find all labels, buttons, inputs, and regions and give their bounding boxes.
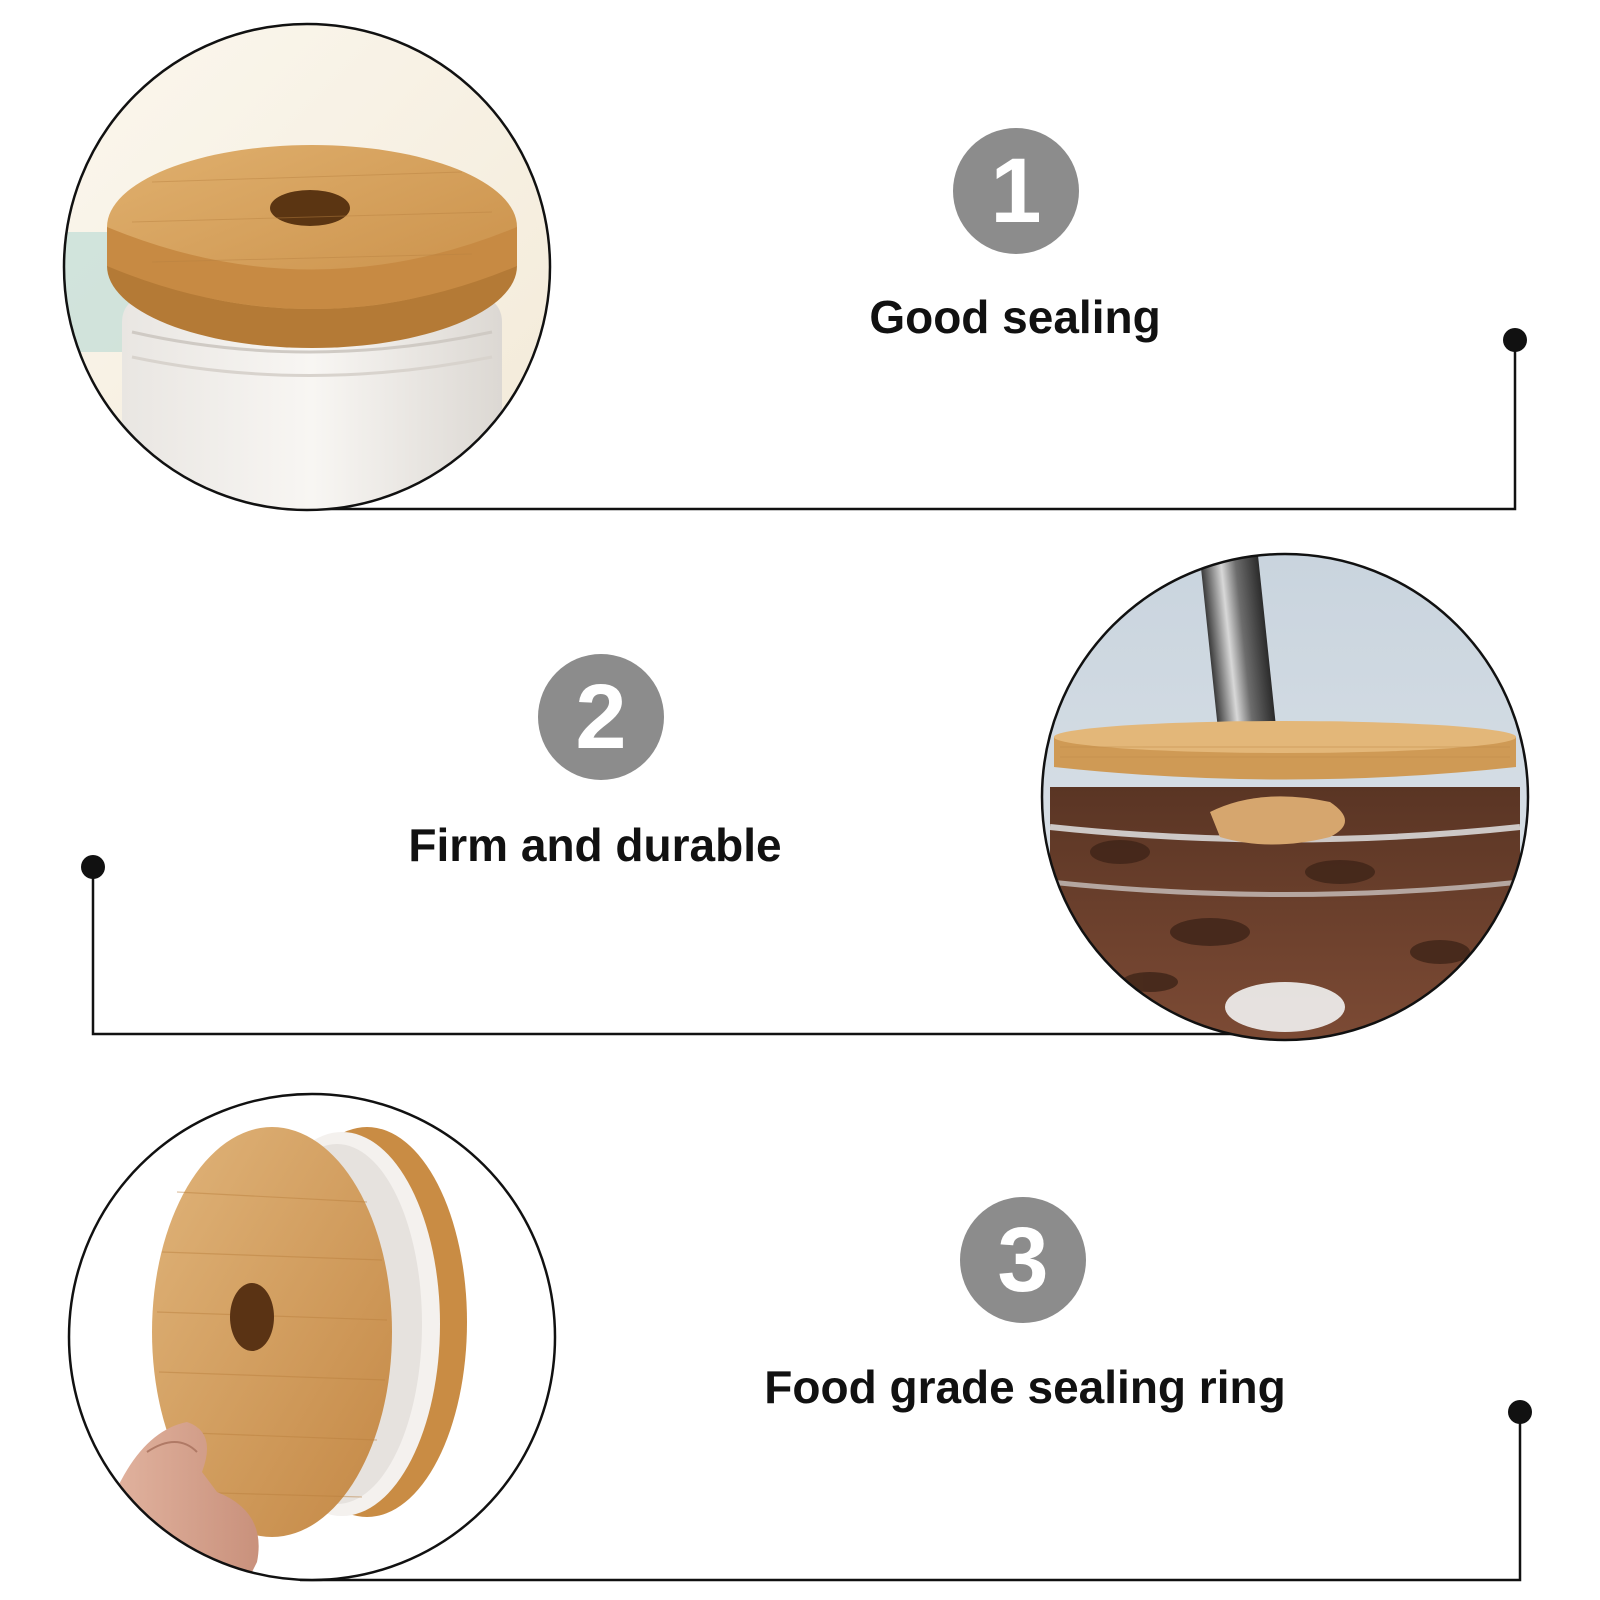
feature-title: Good sealing bbox=[869, 291, 1161, 343]
feature-title: Firm and durable bbox=[408, 819, 782, 871]
feature-food-grade-ring: 3 Food grade sealing ring bbox=[0, 1070, 1600, 1600]
connector-line bbox=[300, 328, 1527, 511]
feature-firm-durable: 2 Firm and durable bbox=[0, 520, 1600, 1042]
lid-on-jar-photo bbox=[62, 22, 552, 512]
connector-line bbox=[81, 855, 1240, 1036]
step-number-badge: 2 bbox=[538, 654, 664, 780]
feature-good-sealing: 1 Good sealing bbox=[0, 0, 1600, 520]
feature-title: Food grade sealing ring bbox=[764, 1361, 1286, 1413]
jar-with-straw-photo bbox=[1040, 552, 1530, 1042]
connector-line bbox=[300, 1400, 1532, 1582]
step-number-badge: 3 bbox=[960, 1197, 1086, 1323]
step-number-badge: 1 bbox=[953, 128, 1079, 254]
lid-in-hand-photo bbox=[67, 1092, 557, 1582]
